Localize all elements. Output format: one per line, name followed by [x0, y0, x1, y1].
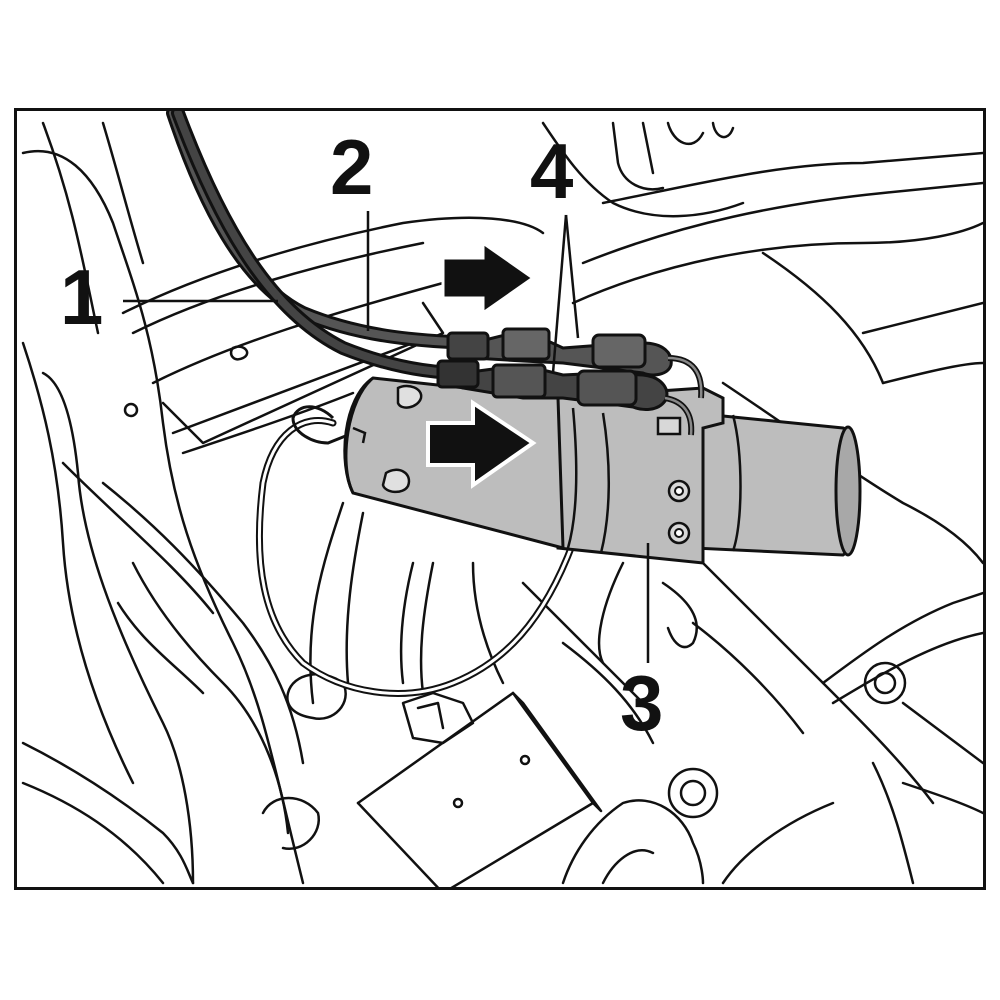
- callout-leaders: [123, 211, 650, 663]
- background-linework: [21, 121, 983, 887]
- hose-connectors: [436, 327, 705, 436]
- illustration-frame: [14, 108, 986, 890]
- callout-label-4: 4: [530, 127, 574, 215]
- callout-label-3: 3: [620, 659, 664, 747]
- callout-label-1: 1: [60, 253, 104, 341]
- direction-arrow-icon: [426, 399, 537, 489]
- direction-arrow-icon: [441, 240, 536, 316]
- callout-label-2: 2: [330, 123, 374, 211]
- engine-bay-illustration: [21, 111, 983, 887]
- hose-lines: [166, 111, 480, 380]
